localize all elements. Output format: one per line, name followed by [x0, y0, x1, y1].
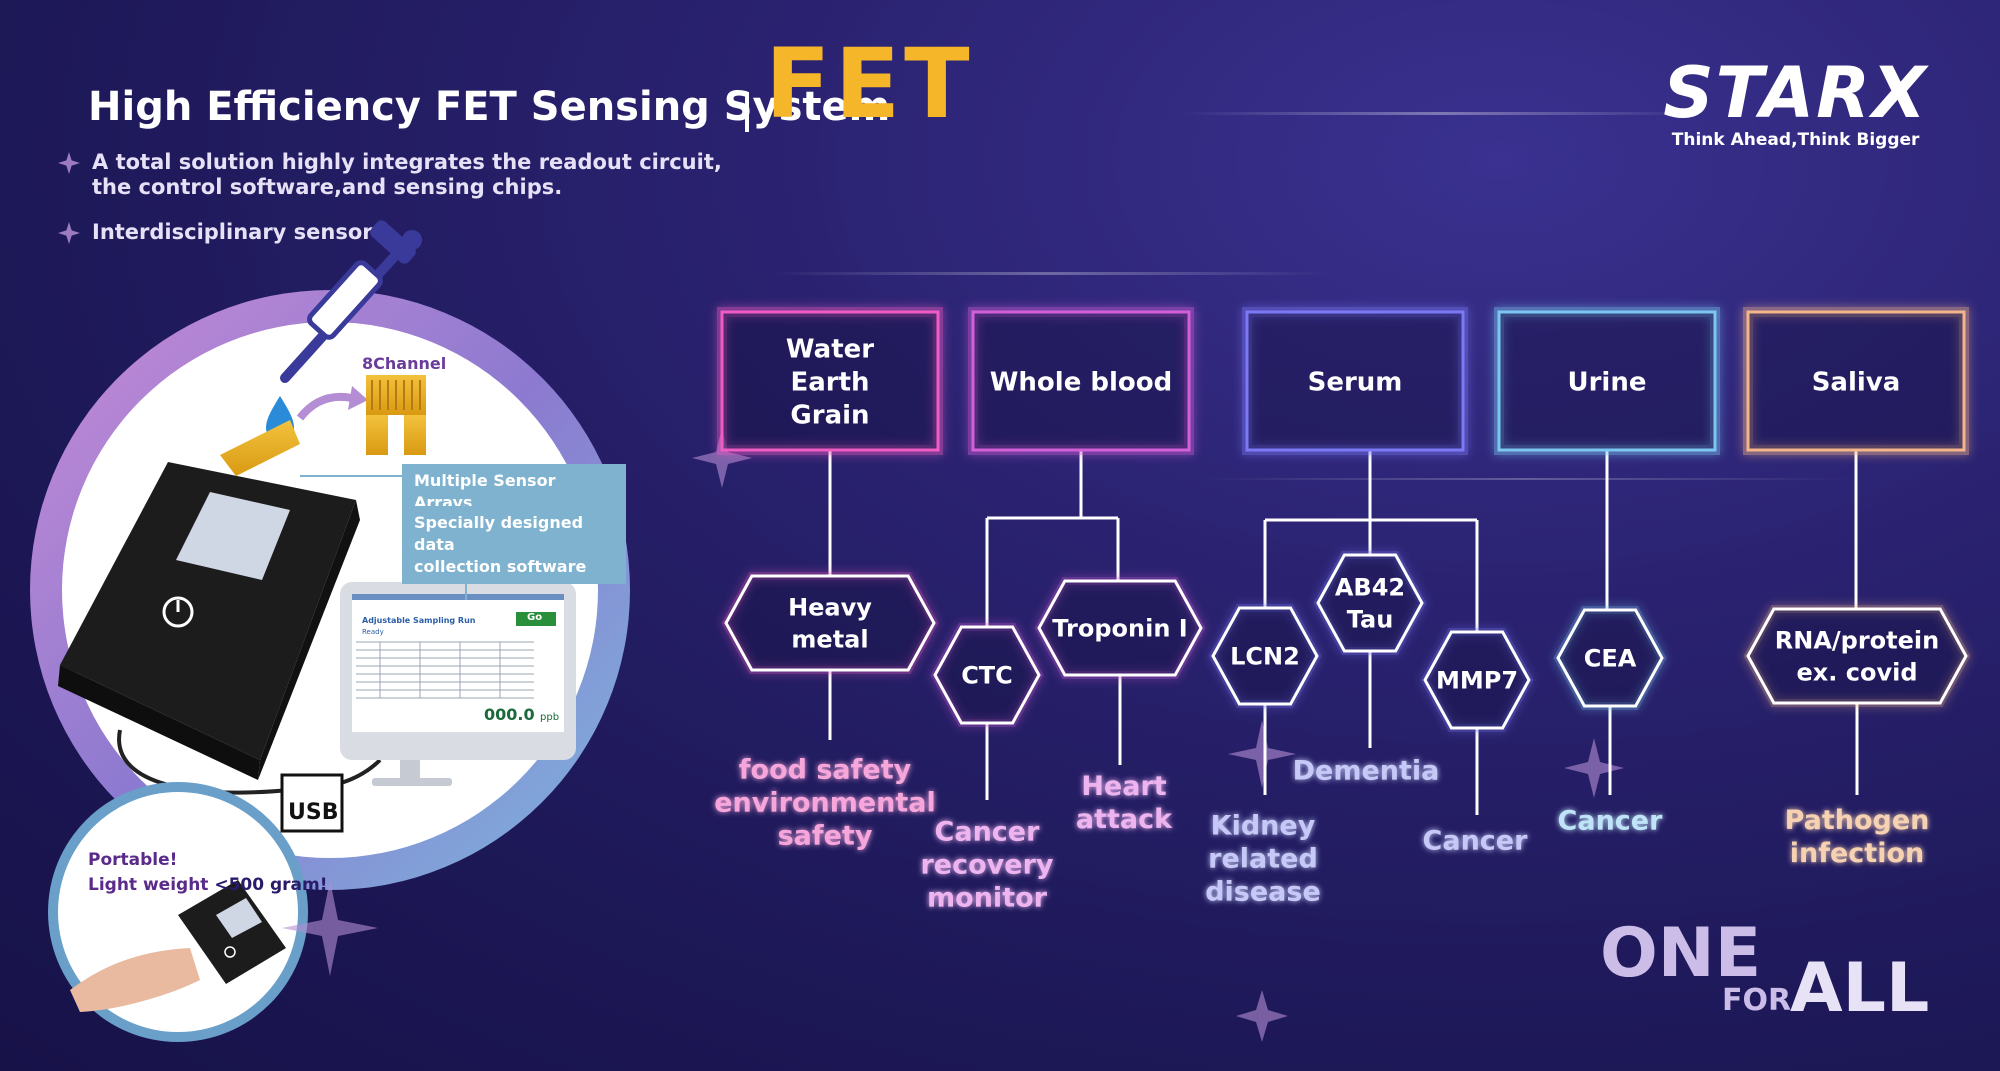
- target-label: CTC: [961, 662, 1013, 690]
- sparkle-icon: [282, 428, 1624, 1042]
- portable-line: Portable!: [88, 850, 178, 870]
- sample-box: [971, 310, 1191, 452]
- light-streak: [770, 272, 1330, 275]
- light-streak: [1180, 112, 1700, 115]
- sample-label: Whole blood: [990, 367, 1173, 397]
- slogan-for: FOR: [1722, 983, 1792, 1018]
- target-label: MMP7: [1436, 667, 1518, 695]
- go-button: [516, 612, 556, 626]
- application-label: Cancer: [1423, 826, 1529, 857]
- monitor: [340, 582, 576, 786]
- screen-status: Ready: [362, 628, 384, 636]
- bullet-line: Interdisciplinary sensor: [92, 220, 373, 244]
- target-hexagon: [1037, 579, 1203, 677]
- usb-cable: [117, 729, 382, 795]
- slogan-all: ALL: [1790, 949, 1930, 1028]
- target-hexagon: [1746, 607, 1968, 705]
- portable-text: Portable! Light weight <500 gram!: [88, 848, 328, 898]
- device-screen: [176, 492, 290, 580]
- arrow-icon: [296, 393, 353, 421]
- portable-line: Light weight <500 gram!: [88, 873, 328, 898]
- hand-holding-device: [70, 880, 286, 1012]
- inserted-chip: [220, 420, 300, 476]
- usb-label: USB: [288, 800, 339, 825]
- screen-go-label: Go: [527, 612, 543, 623]
- application-label: Dementia: [1293, 756, 1440, 787]
- page-title: High Efficiency FET Sensing System: [88, 84, 891, 130]
- fet-heading: FET: [765, 28, 974, 140]
- sample-box: [1245, 310, 1465, 452]
- target-label: Troponin I: [1052, 615, 1187, 643]
- brand-logo: STARX Think Ahead,Think Bigger: [1663, 58, 1928, 150]
- callout-software-line: collection software: [414, 557, 587, 576]
- screen-title: Adjustable Sampling Run: [362, 616, 476, 625]
- sample-box: [720, 310, 940, 452]
- application-label: Cancer: [1558, 806, 1664, 837]
- sample-label: Serum: [1308, 367, 1403, 397]
- target-label: CEA: [1584, 645, 1637, 673]
- screen-readout: 000.0: [484, 705, 535, 724]
- portable-weight-label: Light weight: [88, 875, 215, 895]
- sample-label: Urine: [1568, 367, 1647, 397]
- sample-box: [1746, 310, 1966, 452]
- target-hexagon: [1316, 553, 1424, 653]
- channel-label: 8Channel: [362, 354, 447, 373]
- sample-box: [1497, 310, 1717, 452]
- target-label: LCN2: [1230, 643, 1300, 671]
- target-hexagon: [1423, 630, 1531, 730]
- logo-tagline: Think Ahead,Think Bigger: [1671, 130, 1920, 150]
- target-hexagon: [933, 625, 1041, 725]
- title-divider: [745, 92, 749, 132]
- screen-unit: ppb: [540, 712, 560, 723]
- readout-device: [58, 420, 360, 780]
- power-icon: [162, 596, 194, 628]
- target-hexagon: [724, 574, 936, 672]
- sample-label: Saliva: [1812, 367, 1901, 397]
- portable-weight-value: <500 gram!: [214, 875, 328, 895]
- light-streak: [1200, 478, 1850, 480]
- logo-wordmark: STARX: [1663, 52, 1928, 134]
- bullet-line: A total solution highly integrates the r…: [92, 150, 722, 174]
- callout-software-line: Specially designed data: [414, 513, 584, 554]
- usb-icon: [280, 773, 344, 833]
- callout-software: Specially designed data collection softw…: [402, 506, 626, 584]
- pipette-icon: [280, 220, 422, 383]
- target-hexagon: [1556, 608, 1664, 708]
- sensor-chip-icon: [366, 375, 426, 455]
- target-hexagon: [1211, 606, 1319, 706]
- slogan-one: ONE: [1600, 914, 1762, 993]
- bullet-line: the control software,and sensing chips.: [92, 175, 563, 199]
